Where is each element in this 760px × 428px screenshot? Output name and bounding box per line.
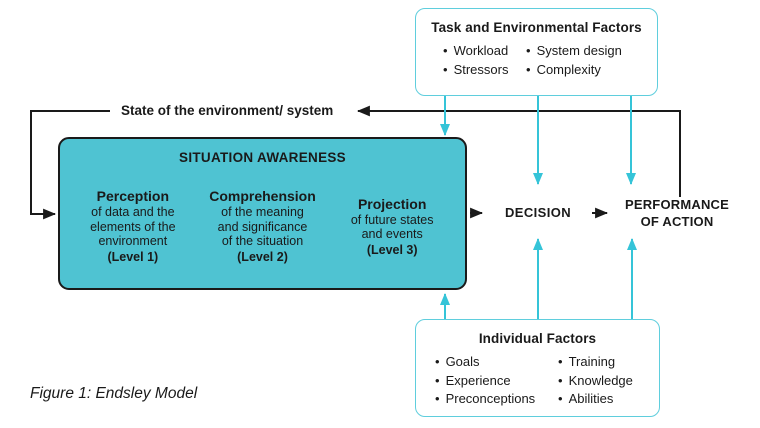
individual-factors-col1: Goals Experience Preconceptions [435, 353, 558, 409]
feedback-line-left [30, 110, 110, 220]
individual-factors-title: Individual Factors [478, 331, 597, 346]
stage-text: of the situation [221, 234, 304, 249]
task-factors-col1: Workload Stressors [443, 42, 526, 79]
list-item: Preconceptions [435, 390, 558, 409]
situation-awareness-box: SITUATION AWARENESS Perception of data a… [58, 137, 467, 290]
stage-text: environment [98, 234, 168, 249]
stage-perception: Perception of data and the elements of t… [68, 188, 198, 265]
decision-label: DECISION [504, 205, 572, 220]
list-item: Experience [435, 372, 558, 391]
list-item: Complexity [526, 61, 622, 80]
stage-text: and events [361, 227, 423, 241]
performance-of-action-label: PERFORMANCE OF ACTION [624, 197, 730, 229]
situation-awareness-title: SITUATION AWARENESS [179, 150, 346, 165]
stage-text: elements of the [90, 219, 176, 234]
situation-awareness-stages: Perception of data and the elements of t… [68, 173, 457, 280]
individual-factors-col2: Training Knowledge Abilities [558, 353, 633, 409]
stage-text: of future states [350, 212, 434, 227]
task-environmental-factors-box: Task and Environmental Factors Workload … [415, 8, 658, 96]
task-factors-col2: System design Complexity [526, 42, 622, 79]
list-item: Training [558, 353, 633, 372]
stage-level: (Level 3) [366, 242, 418, 257]
stage-name: Perception [96, 188, 170, 205]
task-factors-title: Task and Environmental Factors [431, 20, 642, 35]
stage-text: of the meaning [221, 205, 304, 220]
stage-level: (Level 2) [237, 249, 288, 264]
list-item: Knowledge [558, 372, 633, 391]
stage-comprehension: Comprehension of the meaning and signifi… [198, 188, 328, 265]
stage-name: Comprehension [209, 188, 316, 205]
task-factors-list: Workload Stressors System design Complex… [416, 42, 657, 79]
stage-text: of data and the [91, 205, 175, 220]
stage-level: (Level 1) [107, 249, 159, 264]
figure-caption: Figure 1: Endsley Model [30, 385, 198, 402]
feedback-line-right [356, 105, 681, 197]
list-item: Workload [443, 42, 526, 61]
list-item: System design [526, 42, 622, 61]
stage-text: and significance [217, 219, 308, 234]
individual-factors-box: Individual Factors Goals Experience Prec… [415, 319, 660, 417]
list-item: Stressors [443, 61, 526, 80]
list-item: Abilities [558, 390, 633, 409]
list-item: Goals [435, 353, 558, 372]
state-of-environment-label: State of the environment/ system [121, 103, 334, 118]
stage-projection: Projection of future states and events (… [327, 196, 457, 258]
individual-factors-list: Goals Experience Preconceptions Training… [416, 353, 659, 409]
stage-name: Projection [357, 195, 427, 212]
